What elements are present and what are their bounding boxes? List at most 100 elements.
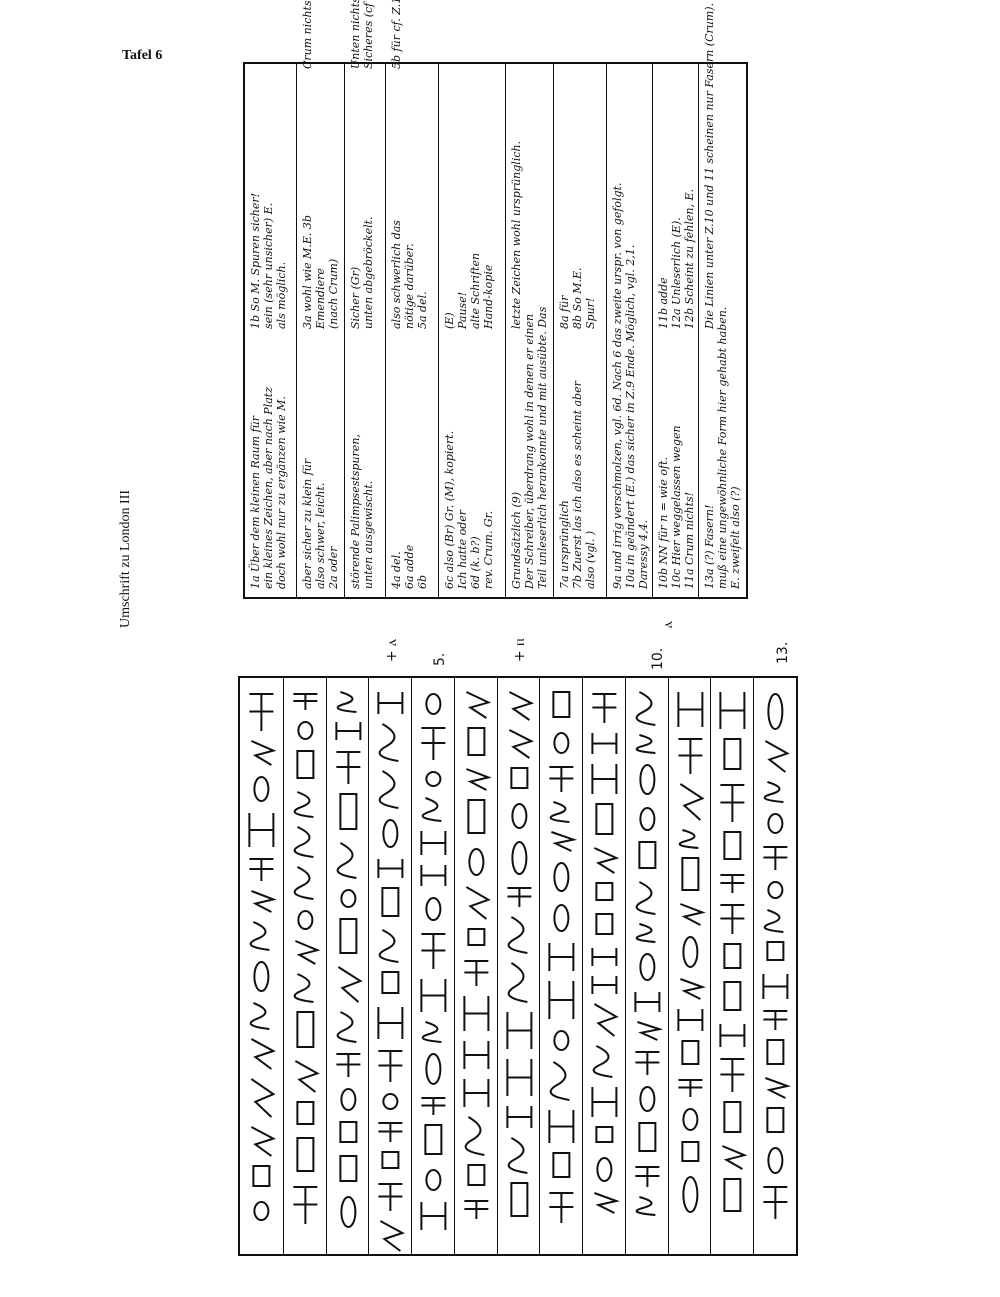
note-line: muß eine ungewöhnliche Form hier gehabt … bbox=[715, 306, 729, 589]
hieroglyph-sign bbox=[381, 1151, 400, 1169]
hieroglyph-sign bbox=[595, 1126, 614, 1143]
glyph-row bbox=[753, 678, 797, 1254]
hieroglyph-sequence bbox=[248, 693, 277, 1221]
note-line: Der Schreiber, überdrang wohl in denen e… bbox=[523, 313, 537, 589]
hieroglyph-sign bbox=[467, 928, 486, 946]
hieroglyph-sign bbox=[251, 890, 277, 913]
hieroglyph-sign bbox=[553, 904, 570, 932]
glyph-row bbox=[325, 678, 370, 1254]
hieroglyph-sign bbox=[763, 909, 784, 933]
hieroglyph-sign bbox=[249, 858, 274, 881]
hieroglyph-sign bbox=[248, 813, 275, 847]
hieroglyph-sign bbox=[463, 1079, 490, 1107]
glyph-row bbox=[710, 678, 754, 1254]
hieroglyph-sign bbox=[509, 767, 528, 789]
hieroglyph-sign bbox=[338, 1155, 357, 1182]
hieroglyph-sign bbox=[720, 784, 745, 822]
hieroglyph-sign bbox=[552, 1152, 571, 1178]
note-line: 1a Über dem kleinen Raum für bbox=[249, 415, 262, 589]
hieroglyph-sign bbox=[635, 881, 656, 915]
hieroglyph-sequence bbox=[762, 693, 792, 1219]
hieroglyph-sign bbox=[719, 1024, 746, 1047]
hieroglyph-sign bbox=[510, 841, 527, 875]
note-line: 5b für cf. Z.1. bbox=[389, 0, 403, 69]
hieroglyph-sign bbox=[592, 1045, 613, 1078]
hieroglyph-sign bbox=[550, 801, 570, 823]
hieroglyph-sign bbox=[465, 768, 492, 791]
hieroglyph-sign bbox=[508, 729, 534, 759]
glyph-row bbox=[282, 678, 327, 1254]
hieroglyph-sequence bbox=[505, 691, 534, 1217]
hieroglyph-sign bbox=[767, 813, 784, 834]
hieroglyph-sign bbox=[677, 692, 704, 727]
note-line: 12a Unleserlich (E). bbox=[670, 217, 684, 329]
hieroglyph-sign bbox=[595, 913, 614, 935]
hieroglyph-sign bbox=[594, 1192, 621, 1214]
note-line: 9a und irrig verschmolzen, vgl. 6d. Nach… bbox=[611, 182, 625, 589]
hieroglyph-sign bbox=[465, 886, 491, 920]
hieroglyph-sign bbox=[420, 1202, 447, 1230]
hieroglyph-transcription-table bbox=[238, 676, 798, 1256]
hieroglyph-sign bbox=[335, 751, 360, 784]
note-line: 7a ursprünglich bbox=[558, 500, 572, 589]
hieroglyph-sign bbox=[635, 691, 656, 726]
hieroglyph-sign bbox=[425, 897, 442, 921]
note-line: 6c also (Br) Gr. (M), kopiert. bbox=[442, 430, 456, 589]
note-line: 12b Scheint zu fehlen, E. bbox=[683, 188, 697, 329]
hieroglyph-sign bbox=[723, 1101, 742, 1133]
hieroglyph-sign bbox=[722, 1145, 748, 1170]
hieroglyph-sign bbox=[463, 1041, 490, 1069]
hieroglyph-sequence bbox=[677, 692, 706, 1213]
hieroglyph-sign bbox=[679, 783, 705, 821]
hieroglyph-sign bbox=[678, 1079, 703, 1097]
note-line: Die Linien unter Z.10 und 11 scheinen nu… bbox=[702, 2, 716, 329]
hieroglyph-sign bbox=[594, 1003, 619, 1037]
hieroglyph-sign bbox=[294, 940, 321, 965]
hieroglyph-sequence bbox=[719, 692, 748, 1212]
hieroglyph-sign bbox=[338, 1121, 357, 1143]
note-line: 3a wohl wie M.E. 3b bbox=[300, 215, 314, 329]
note-line: 6a adde bbox=[402, 544, 416, 589]
hieroglyph-sign bbox=[339, 1196, 356, 1228]
hieroglyph-sign bbox=[249, 921, 270, 951]
hieroglyph-sign bbox=[591, 976, 618, 994]
plate-label: Tafel 6 bbox=[122, 48, 163, 63]
note-line: E. zweifelt also (?) bbox=[728, 486, 742, 589]
hieroglyph-sign bbox=[591, 764, 618, 794]
hieroglyph-sign bbox=[765, 740, 791, 773]
hieroglyph-sign bbox=[337, 966, 363, 1003]
hieroglyph-sign bbox=[378, 723, 399, 762]
hieroglyph-sign bbox=[420, 831, 447, 855]
glyph-row bbox=[582, 678, 626, 1254]
hieroglyph-sign bbox=[591, 948, 618, 966]
note-line: Grundsätzlich (9) bbox=[510, 491, 524, 589]
note-line: nötige darüber. bbox=[402, 243, 416, 329]
hieroglyph-sign bbox=[378, 1050, 403, 1082]
hieroglyph-sign bbox=[382, 1093, 399, 1110]
hieroglyph-sign bbox=[551, 831, 578, 852]
hieroglyph-sign bbox=[296, 1101, 315, 1125]
hieroglyph-sign bbox=[767, 693, 784, 730]
note-line: ein kleines Zeichen, aber nach Platz bbox=[262, 386, 275, 589]
hieroglyph-sign bbox=[296, 750, 315, 779]
hieroglyph-sign bbox=[293, 973, 314, 1003]
hieroglyph-sign bbox=[548, 981, 575, 1019]
hieroglyph-sign bbox=[421, 727, 446, 760]
hieroglyph-sign bbox=[249, 693, 274, 731]
note-line: alte Schriften bbox=[468, 252, 482, 329]
hieroglyph-sign bbox=[720, 904, 745, 934]
hieroglyph-sign bbox=[465, 691, 492, 719]
hieroglyph-sign bbox=[507, 916, 528, 954]
hieroglyph-sign bbox=[639, 764, 656, 795]
hieroglyph-sign bbox=[635, 1196, 656, 1216]
hieroglyph-sign bbox=[719, 692, 746, 729]
hieroglyph-sign bbox=[720, 874, 745, 893]
hieroglyph-sign bbox=[548, 1110, 575, 1143]
running-title: Umschrift zu London III bbox=[118, 489, 133, 628]
note-line: 7b Zuerst las ich also es scheint aber bbox=[571, 381, 585, 589]
hieroglyph-sign bbox=[639, 953, 656, 981]
note-line: 6d (k. b?) bbox=[468, 536, 482, 589]
